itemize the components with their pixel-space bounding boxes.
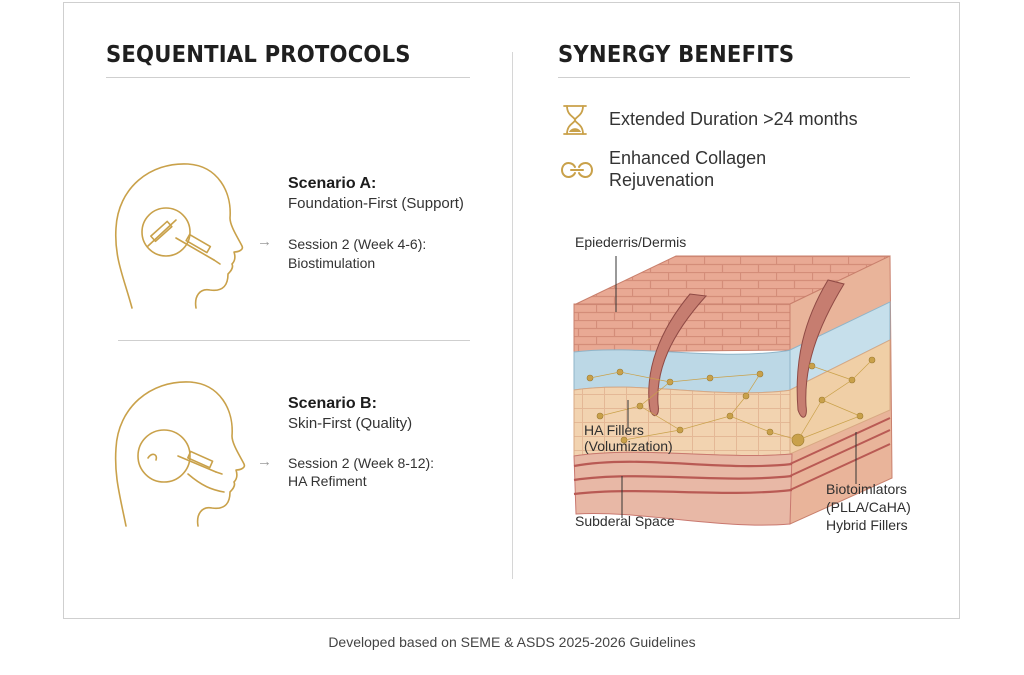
scenario-b-subtitle: Skin-First (Quality): [288, 415, 413, 432]
scenario-a-title: Scenario A:: [288, 175, 377, 192]
scenario-b-detail: HA Refiment: [288, 473, 367, 489]
skin-layers-diagram: [573, 255, 893, 526]
benefit-collagen-line1: Enhanced Collagen: [609, 148, 767, 168]
scenario-a-subtitle: Foundation-First (Support): [288, 195, 464, 212]
head-syringe-icon-b: [114, 381, 246, 527]
left-heading-rule: [106, 77, 470, 78]
column-divider: [512, 52, 513, 579]
infinity-link-icon: [561, 162, 593, 178]
sequential-protocols-heading: SEQUENTIAL PROTOCOLS: [106, 42, 411, 68]
label-biostimulators-line1: Biotoimlators: [826, 481, 907, 497]
scenario-a-detail: Biostimulation: [288, 255, 376, 271]
label-ha-fillers-line2: (Volumization): [584, 438, 673, 454]
label-epidermis: Epiederris/Dermis: [575, 234, 687, 250]
arrow-right-icon: →: [257, 453, 272, 470]
benefit-duration: Extended Duration >24 months: [609, 109, 858, 129]
benefit-collagen-line2: Rejuvenation: [609, 170, 715, 190]
guidelines-footer: Developed based on SEME & ASDS 2025-2026…: [328, 634, 696, 650]
synergy-benefits-heading: SYNERGY BENEFITS: [558, 42, 795, 68]
label-biostimulators-line2: (PLLA/CaHA): [826, 499, 911, 515]
label-subdermal-space: Subderal Space: [575, 513, 675, 529]
arrow-right-icon: →: [257, 233, 272, 250]
scenario-a-session: Session 2 (Week 4-6):: [288, 236, 427, 252]
head-syringe-icon-a: [114, 163, 244, 309]
scenario-divider: [118, 340, 470, 341]
label-ha-fillers-line1: HA Fillers: [584, 422, 644, 438]
hourglass-icon: [563, 105, 587, 135]
right-heading-rule: [558, 77, 910, 78]
label-biostimulators-line3: Hybrid Fillers: [826, 517, 908, 533]
scenario-b-session: Session 2 (Week 8-12):: [288, 455, 435, 471]
scenario-b-title: Scenario B:: [288, 395, 377, 412]
